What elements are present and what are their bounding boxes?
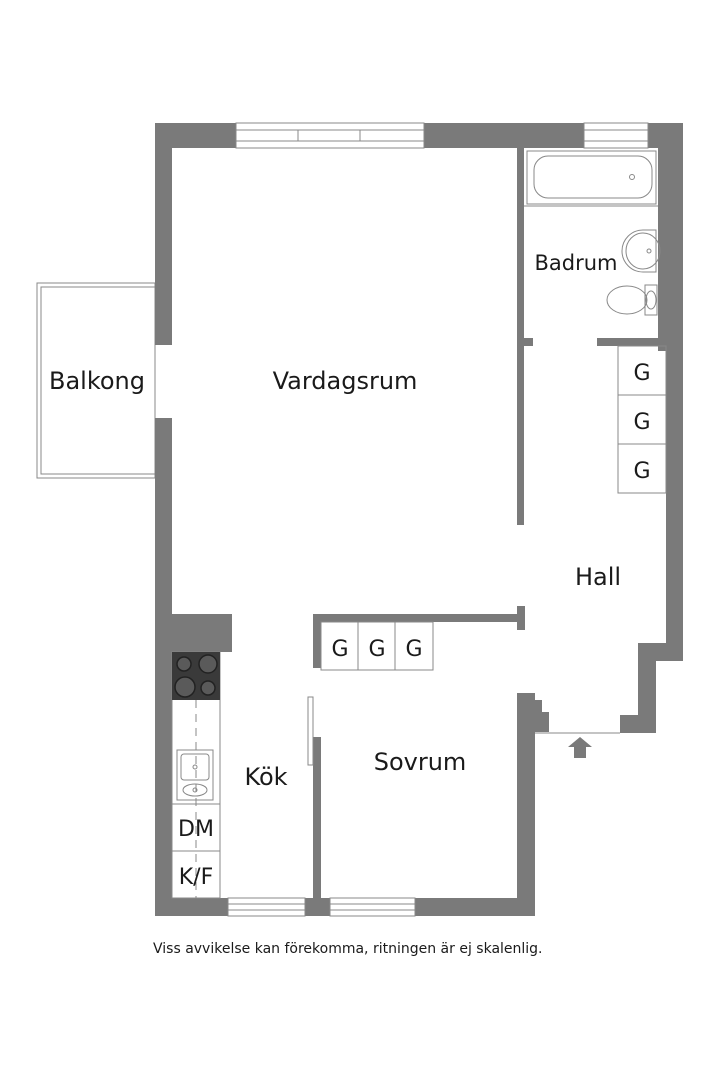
disclaimer-note: Viss avvikelse kan förekomma, ritningen … [153, 941, 543, 957]
fridge-label: K/F [179, 865, 214, 890]
closet-label: G [633, 361, 650, 386]
bathtub-icon [526, 150, 657, 205]
closet-label: G [633, 459, 650, 484]
room-label-kok: Kök [244, 763, 287, 791]
windows [227, 122, 649, 917]
closet-label: G [405, 637, 422, 662]
dishwasher-label: DM [178, 817, 214, 842]
kitchen-sink-icon [176, 749, 214, 801]
entrance-arrow-icon [535, 732, 620, 758]
closet-label: G [331, 637, 348, 662]
balcony [36, 282, 156, 479]
room-label-sovrum: Sovrum [374, 748, 467, 776]
room-label-hall: Hall [575, 563, 621, 591]
hall-closets [617, 345, 667, 494]
inner-walls [172, 148, 666, 916]
closet-label: G [633, 410, 650, 435]
room-label-vardagsrum: Vardagsrum [273, 367, 418, 395]
outer-walls [155, 123, 683, 916]
room-label-badrum: Badrum [534, 251, 617, 275]
room-label-balkong: Balkong [49, 367, 145, 395]
toilet-icon [606, 284, 658, 316]
sink-icon [621, 229, 661, 273]
stove-icon [172, 652, 220, 700]
mid-closets [320, 621, 434, 671]
closet-label: G [368, 637, 385, 662]
